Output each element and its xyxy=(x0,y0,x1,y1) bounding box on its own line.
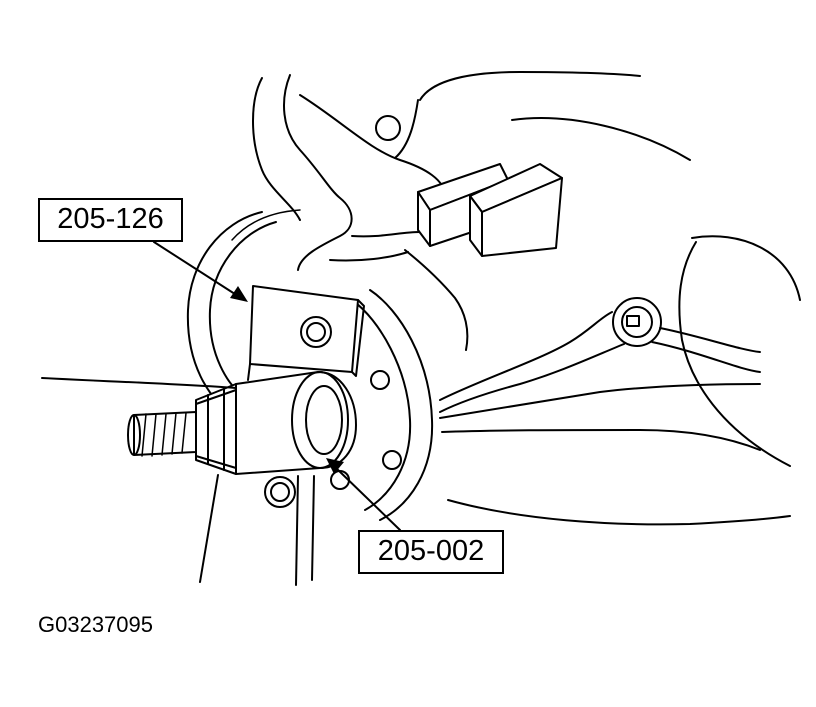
steering-knuckle xyxy=(252,71,691,351)
leader-205-126 xyxy=(153,241,248,302)
leader-205-002 xyxy=(326,458,401,531)
wedge-blocks xyxy=(417,163,563,257)
axle-line xyxy=(41,377,237,389)
tool-205-126-plate xyxy=(247,285,365,381)
callout-tool-205-126: 205-126 xyxy=(38,198,183,242)
lower-control-arm xyxy=(439,235,801,526)
tool-205-002-screw xyxy=(127,371,357,583)
figure-id-label: G03237095 xyxy=(38,612,153,637)
callout-tool-205-002: 205-002 xyxy=(358,530,504,574)
wheel-stud-lower xyxy=(264,475,315,586)
